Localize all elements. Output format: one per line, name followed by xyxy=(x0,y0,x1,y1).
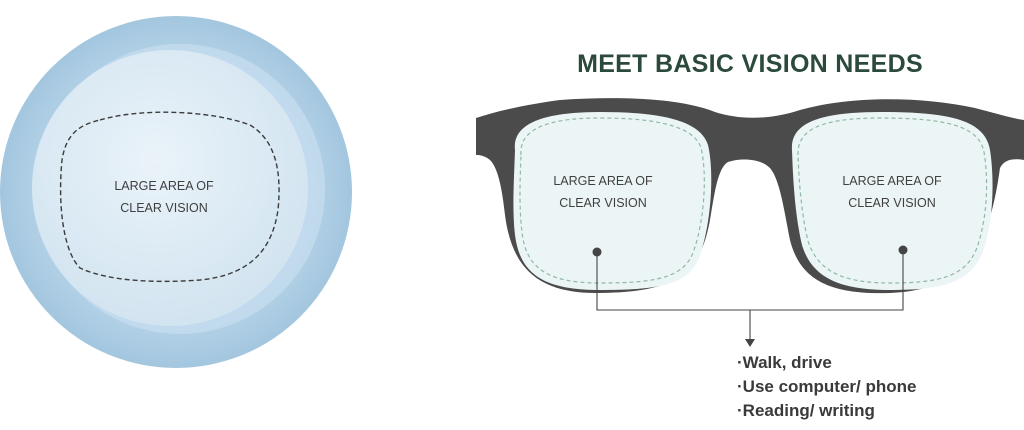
right-lens-label-line2: CLEAR VISION xyxy=(848,196,936,210)
connector-lines xyxy=(592,245,908,347)
left-lens xyxy=(513,112,712,290)
left-lens-label-line2: CLEAR VISION xyxy=(559,196,647,210)
arrow-down-icon xyxy=(745,339,755,347)
left-lens-dashed-outline xyxy=(519,117,705,284)
contact-lens-label-line2: CLEAR VISION xyxy=(120,201,208,215)
list-item: ·Walk, drive xyxy=(737,353,832,372)
right-lens xyxy=(791,112,993,290)
uses-list: ·Walk, drive ·Use computer/ phone ·Readi… xyxy=(737,351,916,423)
left-lens-label: LARGE AREA OF CLEAR VISION xyxy=(543,170,663,214)
eyeglasses xyxy=(476,98,1024,294)
list-item: ·Use computer/ phone xyxy=(737,377,917,396)
clear-vision-outline xyxy=(59,111,280,283)
right-lens-label: LARGE AREA OF CLEAR VISION xyxy=(832,170,952,214)
right-lens-dashed-outline xyxy=(797,117,988,284)
contact-lens-label: LARGE AREA OF CLEAR VISION xyxy=(104,175,224,219)
contact-lens xyxy=(0,16,352,368)
contact-lens-label-line1: LARGE AREA OF xyxy=(114,179,214,193)
list-item: ·Reading/ writing xyxy=(737,401,875,420)
right-lens-label-line1: LARGE AREA OF xyxy=(842,174,942,188)
page-title: MEET BASIC VISION NEEDS xyxy=(577,50,923,78)
left-lens-label-line1: LARGE AREA OF xyxy=(553,174,653,188)
